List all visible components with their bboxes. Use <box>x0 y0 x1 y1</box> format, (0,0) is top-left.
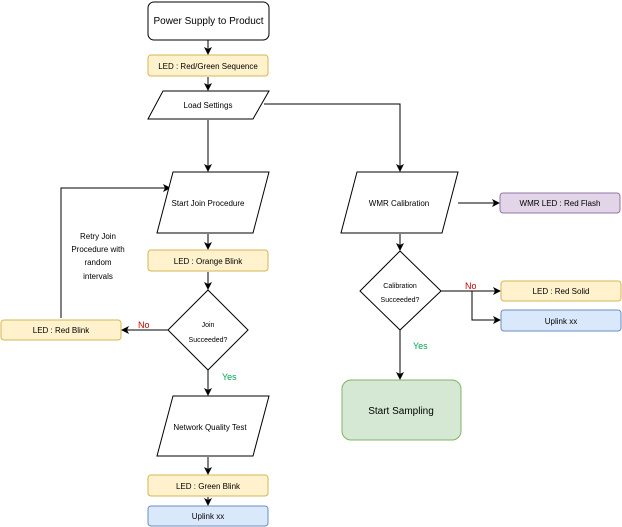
retry-label-4: intervals <box>83 272 113 281</box>
calib-decision-node <box>359 250 442 331</box>
join-yes-label: Yes <box>222 372 237 382</box>
uplink-right-label: Uplink xx <box>545 317 577 326</box>
start-sampling-label: Start Sampling <box>368 406 434 417</box>
retry-label-2: Procedure with <box>71 245 124 254</box>
network-quality-label: Network Quality Test <box>173 423 247 432</box>
power-supply-node <box>147 1 270 41</box>
load-settings-label: Load Settings <box>184 101 233 110</box>
calib-decision-label-1: Calibration <box>383 283 417 290</box>
edge-load-to-wmr <box>264 103 404 172</box>
calib-no-label: No <box>465 281 477 291</box>
calib-decision-label-2: Succeeded? <box>381 297 420 304</box>
led-green-blink-label: LED : Green Blink <box>176 482 241 491</box>
led-red-blink-node <box>0 319 122 341</box>
led-green-blink-node <box>147 474 269 497</box>
wmr-led-red-flash-node <box>499 192 621 214</box>
wmr-led-red-flash-label: WMR LED : Red Flash <box>520 199 601 208</box>
join-decision-label-2: Succeeded? <box>189 337 228 344</box>
join-decision-node <box>167 289 249 371</box>
retry-label-3: random <box>84 258 111 267</box>
led-red-green-label: LED : Red/Green Sequence <box>158 62 258 71</box>
led-red-solid-node <box>500 280 622 302</box>
edges <box>60 40 501 506</box>
wmr-calibration-node <box>340 171 459 234</box>
led-red-blink-label: LED : Red Blink <box>33 326 90 335</box>
join-no-label: No <box>138 320 150 330</box>
start-sampling-node <box>341 379 462 441</box>
network-quality-node <box>156 395 270 457</box>
led-red-green-node <box>147 54 269 77</box>
wmr-calibration-label: WMR Calibration <box>369 199 429 208</box>
led-orange-blink-node <box>147 249 269 272</box>
uplink-left-label: Uplink xx <box>192 512 224 521</box>
led-orange-blink-label: LED : Orange Blink <box>174 257 243 266</box>
start-join-node <box>156 171 270 234</box>
power-supply-label: Power Supply to Product <box>153 16 263 27</box>
edge-retry-loop <box>60 184 171 318</box>
uplink-left-node <box>147 505 269 527</box>
load-settings-node <box>147 90 270 120</box>
retry-label-1: Retry Join <box>80 232 116 241</box>
edge-calib-no-to-uplink <box>471 291 501 324</box>
uplink-right-node <box>500 309 622 332</box>
calib-yes-label: Yes <box>413 341 428 351</box>
led-red-solid-label: LED : Red Solid <box>533 287 590 296</box>
start-join-label: Start Join Procedure <box>172 199 245 208</box>
join-decision-label-1: Join <box>202 322 215 329</box>
